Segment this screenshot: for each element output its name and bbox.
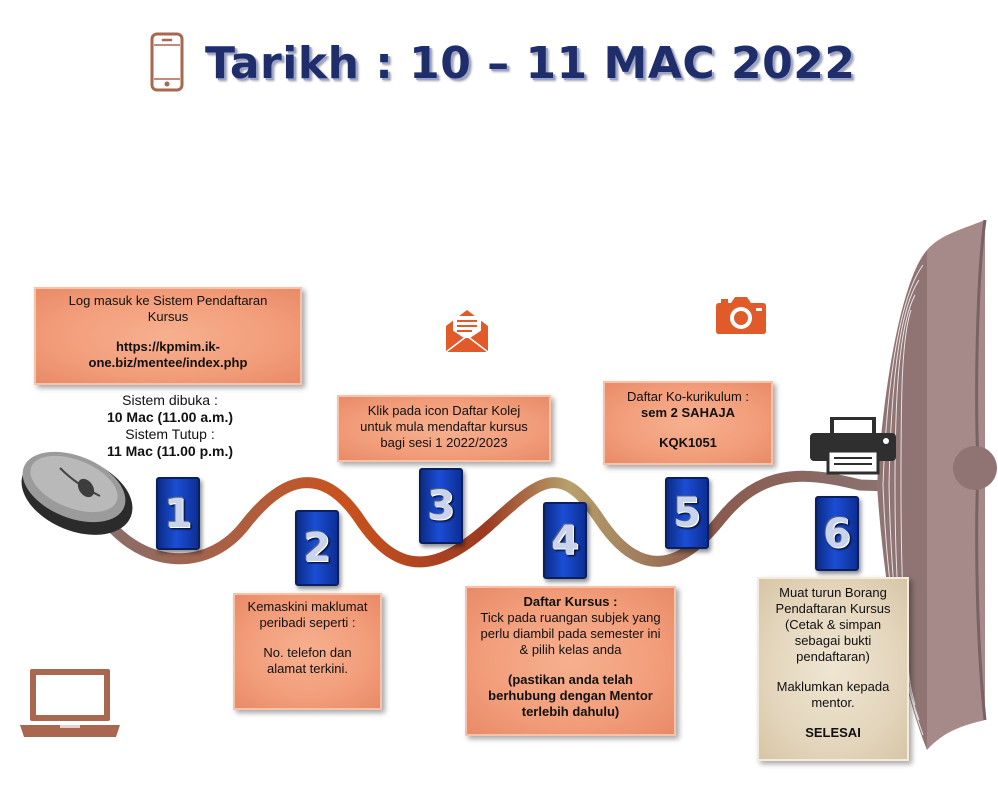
- step-3-number-text: 3: [427, 483, 455, 529]
- mouse-icon: [21, 451, 133, 535]
- step-6-number: 6: [815, 496, 859, 571]
- open-book-icon: [877, 219, 997, 750]
- step-6-box: Muat turun Borang Pendaftaran Kursus (Ce…: [757, 577, 909, 761]
- step-4-box: Daftar Kursus : Tick pada ruangan subjek…: [465, 586, 676, 736]
- step-5-number: 5: [665, 477, 709, 549]
- step-1-text: Log masuk ke Sistem Pendaftaran Kursus: [68, 293, 268, 324]
- step-4-number: 4: [543, 502, 587, 579]
- schedule-close-value: 11 Mac (11.00 p.m.): [106, 443, 234, 459]
- step-6-text-2: Maklumkan kepada mentor.: [776, 679, 890, 710]
- step-6-text-1: Muat turun Borang Pendaftaran Kursus (Ce…: [775, 585, 891, 664]
- step-5-text: Daftar Ko-kurikulum :: [626, 389, 750, 404]
- step-1-number-text: 1: [164, 490, 192, 537]
- step-5-bold-1: sem 2 SAHAJA: [641, 405, 735, 420]
- schedule-close-label: Sistem Tutup :: [125, 426, 215, 442]
- step-5-number-text: 5: [673, 490, 701, 536]
- step-2-text-1: Kemaskini maklumat peribadi seperti :: [247, 599, 368, 630]
- step-6-final: SELESAI: [805, 725, 861, 740]
- step-4-text: Tick pada ruangan subjek yang perlu diam…: [480, 610, 661, 657]
- step-4-heading: Daftar Kursus :: [523, 594, 618, 609]
- step-2-number: 2: [295, 510, 339, 586]
- step-3-box: Klik pada icon Daftar Kolej untuk mula m…: [337, 395, 551, 462]
- camera-icon: [716, 297, 766, 334]
- step-5-box: Daftar Ko-kurikulum : sem 2 SAHAJA KQK10…: [603, 381, 773, 465]
- laptop-icon: [20, 669, 120, 737]
- step-1-link: https://kpmim.ik-one.biz/mentee/index.ph…: [88, 339, 248, 370]
- printer-icon: [810, 417, 896, 475]
- step-2-box: Kemaskini maklumat peribadi seperti : No…: [233, 593, 382, 710]
- schedule-open-label: Sistem dibuka :: [122, 392, 218, 408]
- schedule-open-value: 10 Mac (11.00 a.m.): [106, 409, 234, 425]
- step-4-number-text: 4: [551, 517, 579, 564]
- envelope-icon: [445, 310, 489, 353]
- step-1-number: 1: [156, 477, 200, 550]
- step-2-text-2: No. telefon dan alamat terkini.: [263, 645, 352, 676]
- step-3-text: Klik pada icon Daftar Kolej untuk mula m…: [360, 403, 528, 450]
- page-title: Tarikh : 10 – 11 MAC 2022: [205, 38, 856, 89]
- step-5-bold-2: KQK1051: [659, 435, 717, 450]
- step-3-number: 3: [419, 468, 463, 544]
- step-6-number-text: 6: [823, 510, 851, 557]
- step-4-note: (pastikan anda telah berhubung dengan Me…: [488, 672, 653, 719]
- phone-icon: [150, 32, 184, 92]
- step-1-box: Log masuk ke Sistem Pendaftaran Kursus h…: [34, 287, 302, 385]
- step-2-number-text: 2: [303, 525, 331, 571]
- schedule-text: Sistem dibuka : 10 Mac (11.00 a.m.) Sist…: [60, 392, 280, 460]
